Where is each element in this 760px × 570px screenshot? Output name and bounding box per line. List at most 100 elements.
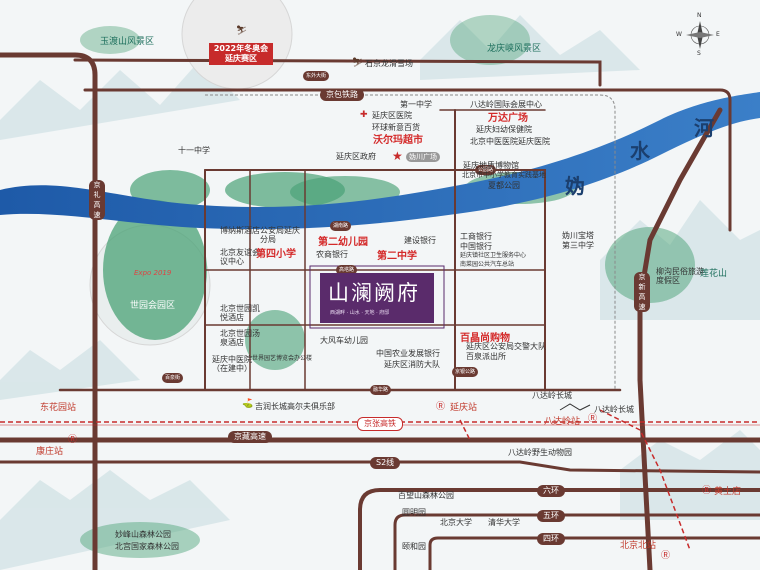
poi-tangquan-hotel: 北京世园汤泉酒店 — [220, 329, 260, 347]
road-baiquan: 百泉街 — [162, 373, 184, 383]
station-huangtudian: 黄土店 — [714, 487, 742, 497]
station-badaling-gw: 八达岭长城 — [594, 405, 634, 414]
rail-icon-badaling: Ⓡ — [588, 414, 598, 424]
station-qinghebei: 北京北站 — [620, 541, 657, 551]
project-name: 山澜阙府 — [328, 281, 420, 305]
poi-beida: 北京大学 — [440, 518, 472, 527]
label-yudushan: 玉渡山风景区 — [100, 37, 155, 47]
olympic-badge-line1: 2022年冬奥会 — [213, 44, 269, 53]
project-tagline: 西湖畔 · 山水 · 天地 · 府邸 — [330, 310, 390, 316]
olympic-badge-line2: 延庆赛区 — [225, 54, 257, 63]
poi-xiadu-park: 夏都公园 — [488, 181, 520, 190]
compass-e: E — [716, 31, 720, 38]
project-site-frame — [309, 265, 445, 329]
label-lianhuashan: 莲花山 — [700, 269, 728, 279]
road-jingli: 京礼高速 — [89, 180, 105, 220]
compass-rose — [686, 21, 714, 49]
poi-baishang: 百晶尚购物 — [460, 333, 510, 344]
poi-guanchuan: 妫川广场 — [406, 152, 440, 162]
label-liugou: 柳沟民俗旅游度假区 — [656, 267, 704, 285]
road-jingzang: 京藏高速 — [228, 431, 272, 443]
road-jingxin: 京新高速 — [634, 272, 650, 312]
poi-dizhi-museum: 延庆地质博物馆 — [463, 161, 519, 170]
poi-yuanmingyuan: 圆明园 — [402, 508, 426, 517]
road-fourring: 四环 — [537, 533, 565, 545]
compass-n: N — [697, 12, 702, 19]
station-badaling: 八达岭站 — [544, 417, 581, 427]
golf-icon: ⛳ — [242, 399, 254, 409]
poi-badaling-huizhan: 八达岭国际会展中心 — [470, 100, 542, 109]
compass-s: S — [697, 50, 701, 57]
rail-icon-huangtudian: Ⓡ — [702, 486, 712, 496]
label-miaofengshan: 妙峰山森林公园 — [115, 530, 171, 539]
poi-yiheyuan: 颐和园 — [402, 542, 426, 551]
road-network — [0, 52, 760, 570]
label-golf: 吉润长城高尔夫俱乐部 — [255, 402, 335, 411]
poi-youyi-hotel: 北京友谊会议中心 — [220, 248, 260, 266]
road-jingbao: 京包铁路 — [320, 89, 364, 101]
label-expo-logo: Expo 2019 — [134, 269, 172, 277]
poi-walmart: 沃尔玛超市 — [373, 135, 423, 146]
project-logo[interactable]: 山澜阙府 西湖畔 · 山水 · 天地 · 府邸 — [320, 273, 434, 323]
poi-diyizhongxue: 第一中学 — [400, 100, 432, 109]
station-donghuayuan: 东花园站 — [40, 403, 77, 413]
poi-shiyizhongxue: 十一中学 — [178, 146, 210, 155]
poi-jianshe-bank: 建设银行 — [404, 236, 436, 245]
badaling-wall-icon — [559, 403, 591, 411]
jingbao-railway — [205, 94, 616, 390]
label-longqingxia: 龙庆峡风景区 — [487, 44, 542, 54]
road-fivering: 五环 — [537, 510, 565, 522]
rail-icon-kangzhuang: Ⓡ — [68, 435, 78, 445]
road-gongyuan: 公园路 — [475, 165, 497, 175]
hospital-icon: ✚ — [360, 110, 368, 120]
label-badaling-greatwall: 八达岭长城 — [532, 391, 572, 400]
label-expo: 世园会园区 — [130, 301, 176, 311]
poi-zhongyiyuan: 延庆中医院（在建中） — [212, 355, 252, 373]
poi-baiquan-paichusuo: 百泉派出所 — [466, 352, 506, 361]
poi-nongye-bank: 中国农业发展银行 — [376, 349, 440, 358]
poi-yanqing-hospital: 延庆区医院 — [372, 111, 412, 120]
poi-dier-zhongxue: 第二中学 — [377, 251, 417, 262]
poi-weisheng: 延庆镇社区卫生服务中心 — [460, 252, 527, 259]
poi-dier-youeryuan: 第二幼儿园 — [318, 237, 368, 248]
olympic-badge: 2022年冬奥会 延庆赛区 — [209, 43, 273, 65]
poi-qinghua: 清华大学 — [488, 518, 520, 527]
road-jingbaogonglu: 京银公路 — [452, 367, 479, 377]
poi-disanzhongxue: 第三中学 — [562, 241, 594, 250]
poi-zhengfu: 延庆区政府 — [336, 152, 376, 161]
ski-icon: ⛷ — [352, 58, 364, 68]
label-badaling-wild: 八达岭野生动物园 — [508, 448, 572, 457]
road-gaota: 高塔路 — [336, 265, 358, 275]
poi-gongshang-bank: 工商银行 — [460, 232, 492, 241]
poi-shiyuan-hotel: 北京世园凯悦酒店 — [220, 304, 260, 322]
label-beigong: 北宫国家森林公园 — [115, 542, 179, 551]
label-shijinglong: 石京龙滑雪场 — [365, 59, 413, 68]
rail-icon-qinghebei: Ⓡ — [661, 551, 671, 561]
road-ronghua: 融华路 — [370, 385, 392, 395]
poi-dafengche: 大风车幼儿园 — [320, 336, 368, 345]
station-kangzhuang: 康庄站 — [36, 447, 64, 457]
road-sixring: 六环 — [537, 485, 565, 497]
poi-nancaiyuan: 南菜园公共汽车总站 — [460, 261, 515, 268]
station-yanqing: 延庆站 — [450, 403, 478, 413]
poi-bona-hotel: 博纳斯酒店 — [220, 226, 260, 235]
compass-w: W — [676, 31, 682, 38]
poi-huanqiu: 环球新意百货 — [372, 123, 420, 132]
poi-jiaoyu-base: 北京市中小学教育实践基地 — [462, 171, 546, 179]
label-baiwangshan: 百望山森林公园 — [398, 491, 454, 500]
poi-guichuan-baota: 妫川宝塔 — [562, 231, 594, 240]
label-river-shui: 水 — [630, 139, 650, 163]
road-s2: S2线 — [370, 457, 401, 469]
poi-xiaofang: 延庆区消防大队 — [384, 360, 440, 369]
government-star-icon: ★ — [392, 149, 403, 163]
poi-jiaojing: 延庆区公安局交警大队 — [466, 342, 546, 351]
road-jingzhang: 京张高铁 — [357, 417, 403, 431]
skier-icon: ⛷ — [236, 26, 248, 36]
label-river-he: 河 — [694, 116, 714, 140]
poi-beijing-zhongyi: 北京中医医院延庆医院 — [470, 137, 550, 146]
poi-gonganju: 公安局延庆分局 — [260, 226, 300, 244]
poi-zhongguo-bank: 中国银行 — [460, 242, 492, 251]
poi-nongshang-bank: 农商银行 — [316, 250, 348, 259]
road-dongwai: 东外大街 — [303, 71, 330, 81]
